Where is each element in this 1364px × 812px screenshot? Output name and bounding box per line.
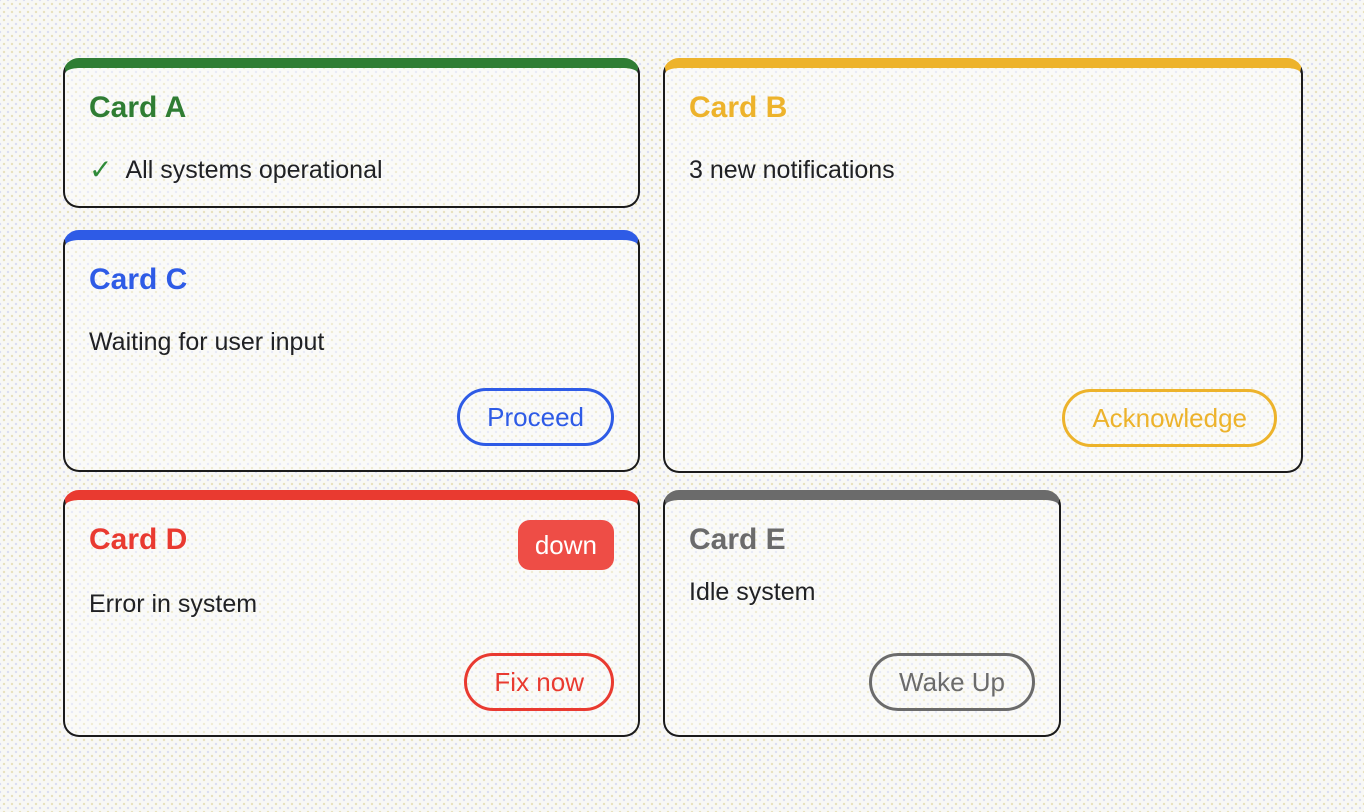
card-b: Card B 3 new notifications Acknowledge <box>663 58 1303 473</box>
card-c-title: Card C <box>89 263 188 296</box>
card-c-body-text: Waiting for user input <box>89 328 325 356</box>
acknowledge-button[interactable]: Acknowledge <box>1062 389 1277 447</box>
card-d-body-text: Error in system <box>89 590 258 618</box>
down-status-badge: down <box>517 520 614 570</box>
card-a-body-text: All systems operational <box>125 156 383 184</box>
left-column: Card A ✓ All systems operational Card C … <box>63 58 640 812</box>
check-icon: ✓ <box>89 154 113 185</box>
card-d-actions: Fix now <box>89 653 614 711</box>
card-a-title: Card A <box>89 91 187 124</box>
card-e-title: Card E <box>689 523 786 556</box>
card-e-actions: Wake Up <box>689 653 1035 711</box>
card-b-body-text: 3 new notifications <box>689 156 895 184</box>
card-c: Card C Waiting for user input Proceed <box>63 230 640 472</box>
card-e-body-text: Idle system <box>689 578 816 606</box>
card-d-title-row: Card D down <box>89 520 614 570</box>
card-d: Card D down Error in system Fix now <box>63 490 640 737</box>
card-b-actions: Acknowledge <box>689 389 1277 447</box>
wake-up-button[interactable]: Wake Up <box>869 653 1035 711</box>
proceed-button[interactable]: Proceed <box>457 388 614 446</box>
card-c-actions: Proceed <box>89 388 614 446</box>
card-b-title: Card B <box>689 91 788 124</box>
fix-now-button[interactable]: Fix now <box>464 653 614 711</box>
card-a-status-line: ✓ All systems operational <box>89 154 614 186</box>
card-e: Card E Idle system Wake Up <box>663 490 1061 737</box>
card-a: Card A ✓ All systems operational <box>63 58 640 208</box>
right-column: Card B 3 new notifications Acknowledge C… <box>663 58 1303 812</box>
card-d-title: Card D <box>89 523 188 556</box>
